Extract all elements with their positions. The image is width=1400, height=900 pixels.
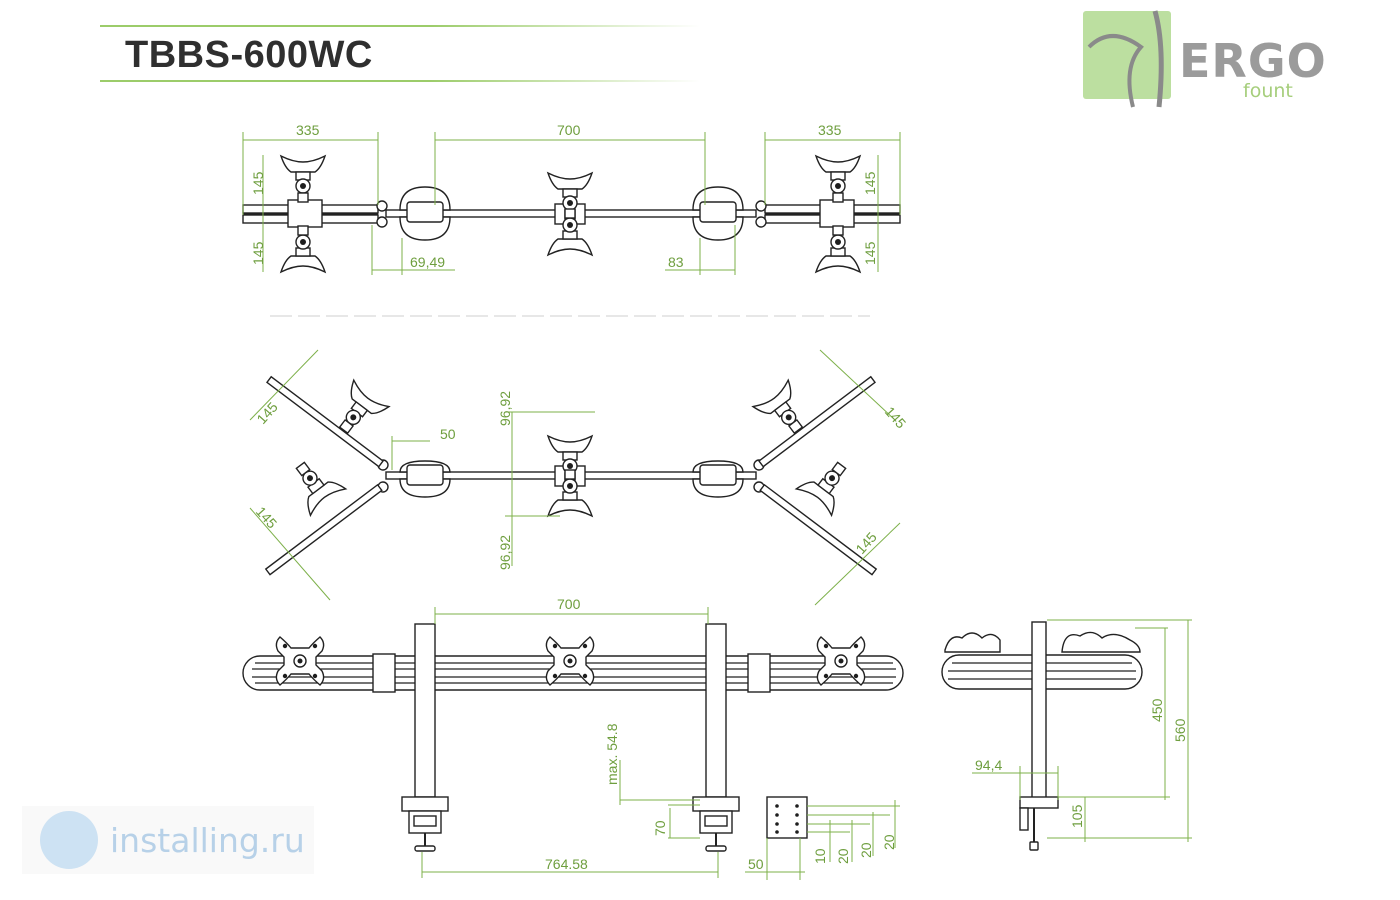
dim-angle-down: 96,92	[497, 535, 513, 570]
dim-top-left: 335	[296, 122, 320, 138]
dim-clamp-right: 83	[668, 254, 684, 270]
dim-top-h-ll: 145	[250, 241, 266, 265]
dim-plate-1: 10	[812, 848, 828, 864]
dim-side-105: 105	[1069, 804, 1085, 828]
logo-emblem	[1083, 10, 1171, 108]
angled-view: 145 145 145 145 50 96,92 96,92	[249, 349, 910, 606]
dim-plate-4: 20	[881, 834, 897, 850]
watermark-text: installing.ru	[110, 821, 305, 860]
top-view: 335 700 335 145 145 145 145 69,49 83	[242, 122, 901, 275]
dim-angle-lr: 145	[852, 529, 880, 557]
dim-plate-width: 50	[748, 856, 764, 872]
watermark-icon	[40, 811, 98, 869]
dim-front-span: 700	[557, 596, 581, 612]
dim-side-560: 560	[1172, 718, 1188, 742]
dim-side-450: 450	[1149, 698, 1165, 722]
header-rule-bottom	[100, 80, 700, 82]
dim-front-clamp: 70	[652, 820, 668, 836]
watermark: installing.ru	[22, 806, 314, 874]
dim-plate-3: 20	[858, 842, 874, 858]
dim-top-h-ul: 145	[250, 171, 266, 195]
dim-plate-2: 20	[835, 848, 851, 864]
side-view: 450 560 105 94,4	[941, 619, 1192, 851]
brand-logo: ERGO fount	[1083, 8, 1326, 118]
page-title: TBBS-600WC	[125, 34, 373, 76]
logo-sub: fount	[1243, 80, 1293, 102]
dim-front-base: 764.58	[545, 856, 588, 872]
dim-top-center: 700	[557, 122, 581, 138]
dim-top-h-ur: 145	[862, 171, 878, 195]
dim-angle-ur: 145	[882, 403, 910, 431]
dim-front-max: max. 54.8	[604, 723, 620, 785]
logo-brand: ERGO	[1179, 34, 1327, 88]
header-rule-top	[100, 25, 700, 27]
dim-side-94: 94,4	[975, 757, 1002, 773]
logo-swoosh-icon	[1087, 10, 1164, 108]
dim-clamp-left: 69,49	[410, 254, 445, 270]
dim-angle-ul: 145	[253, 399, 281, 427]
dim-angle-ll: 145	[253, 503, 281, 531]
dim-angle-up: 96,92	[497, 391, 513, 426]
dim-angle-offset: 50	[440, 426, 456, 442]
dim-top-h-lr: 145	[862, 241, 878, 265]
front-view: 700 764.58 max. 54.8 70 50 10 20 20 20	[242, 596, 904, 880]
dim-top-right: 335	[818, 122, 842, 138]
